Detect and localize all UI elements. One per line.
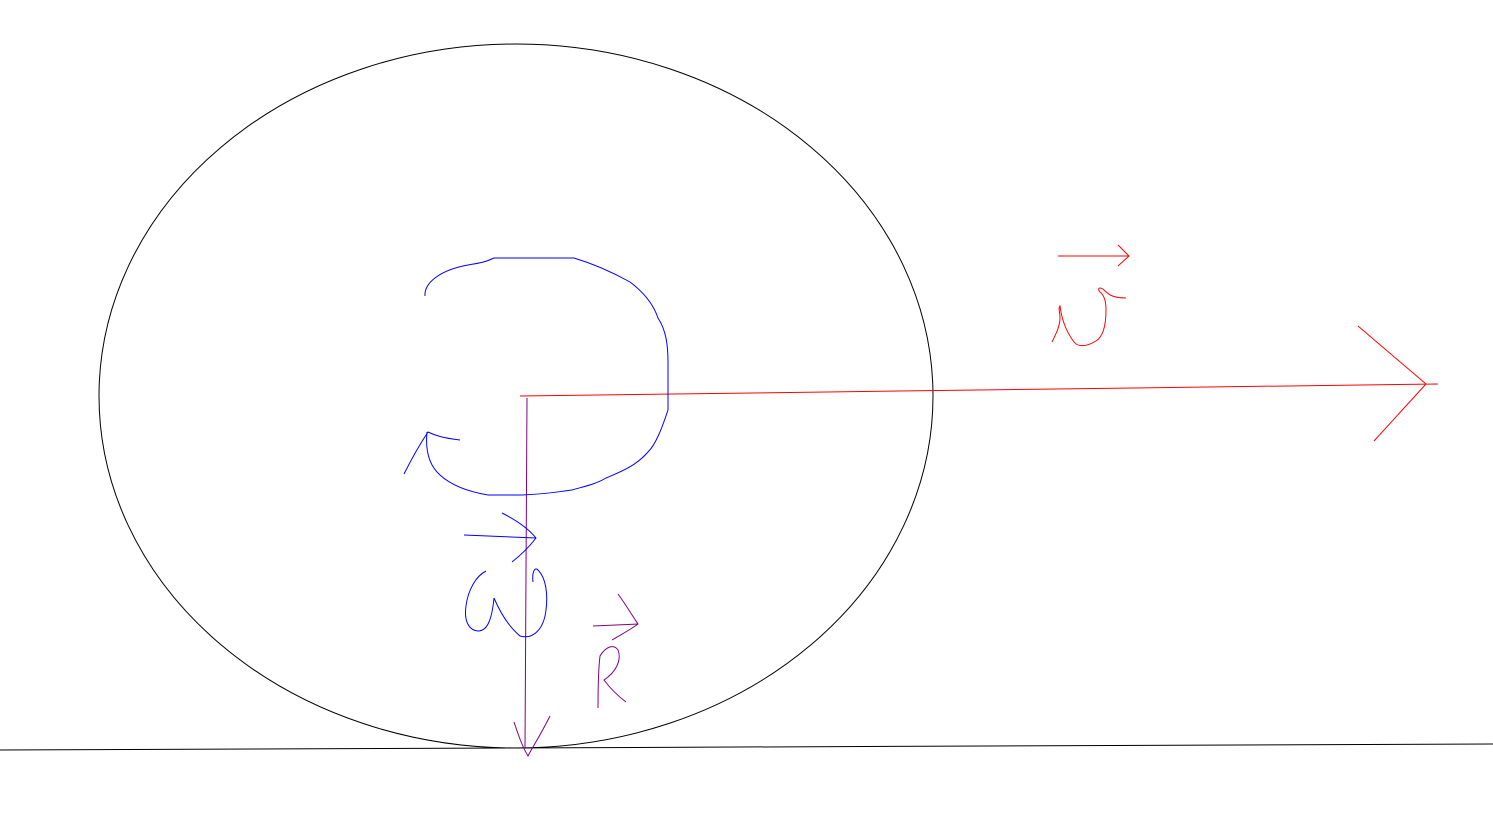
velocity-label-arrow-head	[1117, 244, 1130, 267]
angular-velocity-rotation-arrow	[403, 257, 669, 496]
velocity-vector-shaft	[519, 383, 1439, 397]
radius-label-arrow-bar	[592, 623, 639, 627]
radius-label-letter	[597, 646, 627, 709]
radius-label-arrow-head	[611, 593, 639, 641]
rotation-arrowhead	[403, 431, 461, 475]
angular-velocity-label-arrow-bar	[463, 534, 537, 539]
velocity-vector-arrowhead	[1357, 325, 1427, 442]
ground-line	[0, 743, 1493, 751]
angular-velocity-label-letter	[465, 568, 548, 638]
velocity-label	[1051, 244, 1130, 347]
angular-velocity-label-arrow-head	[501, 512, 537, 563]
velocity-label-letter	[1051, 287, 1127, 347]
rotation-arc	[424, 257, 669, 496]
radius-vector	[513, 397, 551, 758]
radius-vector-shaft	[524, 397, 528, 749]
angular-velocity-label	[463, 512, 548, 638]
radius-label	[592, 593, 639, 709]
radius-vector-arrowhead	[513, 715, 551, 758]
wheel-circle	[98, 43, 934, 749]
velocity-vector	[519, 325, 1439, 442]
